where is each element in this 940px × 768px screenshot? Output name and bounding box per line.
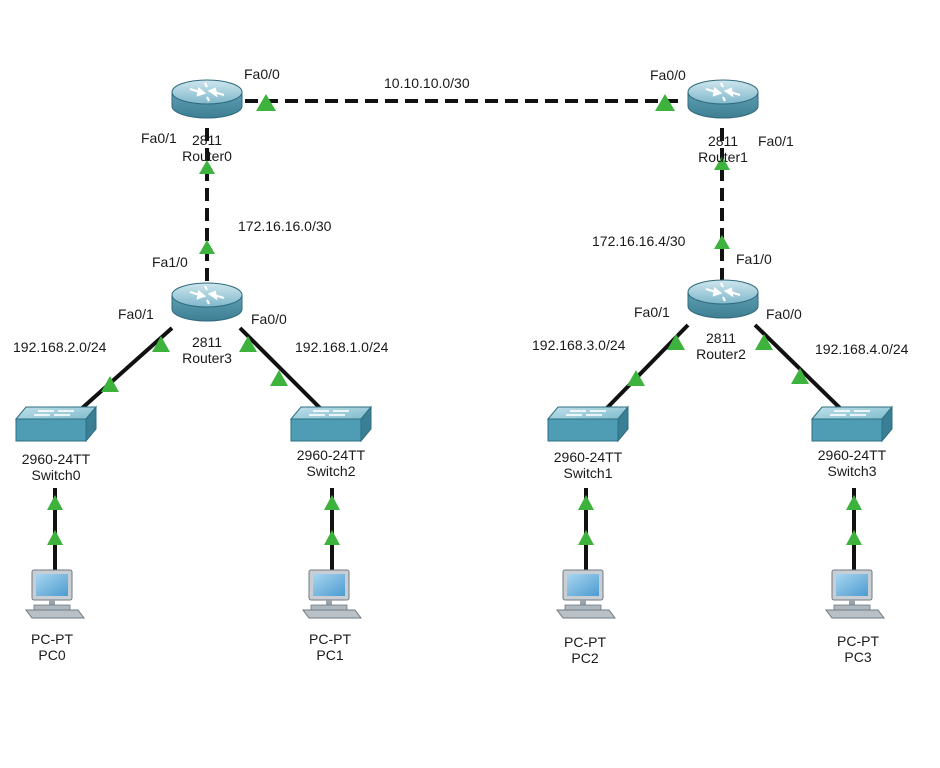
- device-label-switch0: 2960-24TT Switch0: [10, 451, 102, 483]
- cable-router3-switch0[interactable]: [78, 326, 174, 412]
- link-up-triangle-icon: [578, 495, 594, 510]
- pc0-pc-icon[interactable]: [25, 569, 85, 619]
- interface-label-router2-fa01: Fa0/1: [634, 304, 670, 320]
- link-up-triangle-icon: [199, 240, 215, 254]
- device-model: 2811: [191, 132, 223, 148]
- device-model: 2960-24TT: [553, 449, 623, 465]
- router0-router-icon[interactable]: [170, 78, 244, 120]
- link-up-triangle-icon: [755, 334, 773, 350]
- device-label-switch3: 2960-24TT Switch3: [806, 447, 898, 479]
- link-up-triangle-icon: [791, 368, 809, 384]
- link-up-triangle-icon: [846, 530, 862, 545]
- device-model: 2960-24TT: [296, 447, 366, 463]
- link-up-triangle-icon: [578, 530, 594, 545]
- device-label-pc1: PC-PT PC1: [298, 631, 362, 663]
- device-model: PC-PT: [309, 631, 351, 647]
- pc2-pc-icon[interactable]: [556, 569, 616, 619]
- link-up-triangle-icon: [199, 160, 215, 174]
- network-label-switch3-lan: 192.168.4.0/24: [815, 341, 909, 357]
- link-up-triangle-icon: [627, 370, 645, 386]
- device-name: Switch3: [827, 463, 877, 479]
- device-model: 2960-24TT: [21, 451, 91, 467]
- interface-label-router1-fa01: Fa0/1: [758, 133, 794, 149]
- device-label-pc2: PC-PT PC2: [553, 634, 617, 666]
- interface-label-router2-fa10: Fa1/0: [736, 251, 772, 267]
- network-label-router1-router2: 172.16.16.4/30: [592, 233, 686, 249]
- device-label-switch2: 2960-24TT Switch2: [285, 447, 377, 479]
- device-name: Router1: [698, 149, 748, 165]
- network-label-router0-router3: 172.16.16.0/30: [238, 218, 332, 234]
- device-label-router3: 2811 Router3: [172, 334, 242, 366]
- interface-label-router2-fa00: Fa0/0: [766, 306, 802, 322]
- router1-router-icon[interactable]: [686, 78, 760, 120]
- link-up-triangle-icon: [846, 495, 862, 510]
- link-up-triangle-icon: [655, 94, 675, 111]
- link-up-triangle-icon: [47, 530, 63, 545]
- device-label-pc0: PC-PT PC0: [20, 631, 84, 663]
- network-label-switch2-lan: 192.168.1.0/24: [295, 339, 389, 355]
- cable-router2-switch3[interactable]: [753, 323, 844, 412]
- interface-label-router1-fa00: Fa0/0: [650, 67, 686, 83]
- switch2-switch-icon[interactable]: [290, 406, 372, 442]
- device-model: 2811: [191, 334, 223, 350]
- network-label-switch0-lan: 192.168.2.0/24: [13, 339, 107, 355]
- network-label-switch1-lan: 192.168.3.0/24: [532, 337, 626, 353]
- link-up-triangle-icon: [152, 336, 170, 352]
- device-name: PC3: [844, 649, 872, 665]
- device-label-router2: 2811 Router2: [686, 330, 756, 362]
- device-model: 2811: [705, 330, 737, 346]
- link-up-triangle-icon: [324, 530, 340, 545]
- cables: [53, 99, 856, 572]
- link-up-triangle-icon: [101, 376, 119, 392]
- switch3-switch-icon[interactable]: [811, 406, 893, 442]
- interface-label-router3-fa01: Fa0/1: [118, 306, 154, 322]
- device-name: PC0: [38, 647, 66, 663]
- link-up-triangle-icon: [667, 334, 685, 350]
- switch1-switch-icon[interactable]: [547, 406, 629, 442]
- link-up-triangle-icon: [714, 235, 730, 249]
- device-name: Switch0: [31, 467, 81, 483]
- device-label-router0: 2811 Router0: [172, 132, 242, 164]
- link-up-triangle-icon: [714, 156, 730, 170]
- link-up-triangle-icon: [324, 495, 340, 510]
- link-up-triangle-icon: [270, 370, 288, 386]
- cable-router3-switch2[interactable]: [238, 326, 324, 412]
- device-model: 2811: [707, 133, 739, 149]
- switch0-switch-icon[interactable]: [15, 406, 97, 442]
- interface-label-router3-fa10: Fa1/0: [152, 254, 188, 270]
- link-up-triangle-icon: [256, 94, 276, 111]
- device-name: Router0: [182, 148, 232, 164]
- device-model: PC-PT: [564, 634, 606, 650]
- device-label-switch1: 2960-24TT Switch1: [542, 449, 634, 481]
- device-name: Router2: [696, 346, 746, 362]
- device-label-router1: 2811 Router1: [688, 133, 758, 165]
- device-name: PC2: [571, 650, 599, 666]
- pc3-pc-icon[interactable]: [825, 569, 885, 619]
- device-model: PC-PT: [837, 633, 879, 649]
- device-name: Router3: [182, 350, 232, 366]
- device-name: Switch1: [563, 465, 613, 481]
- link-status-indicators: [47, 94, 862, 545]
- router2-router-icon[interactable]: [686, 278, 760, 320]
- interface-label-router0-fa01: Fa0/1: [141, 130, 177, 146]
- device-label-pc3: PC-PT PC3: [826, 633, 890, 665]
- device-name: Switch2: [306, 463, 356, 479]
- link-up-triangle-icon: [47, 495, 63, 510]
- interface-label-router0-fa00: Fa0/0: [244, 66, 280, 82]
- interface-label-router3-fa00: Fa0/0: [251, 311, 287, 327]
- pc1-pc-icon[interactable]: [302, 569, 362, 619]
- device-name: PC1: [316, 647, 344, 663]
- link-up-triangle-icon: [239, 336, 257, 352]
- network-label-wan: 10.10.10.0/30: [384, 75, 470, 91]
- device-model: 2960-24TT: [817, 447, 887, 463]
- device-model: PC-PT: [31, 631, 73, 647]
- router3-router-icon[interactable]: [170, 281, 244, 323]
